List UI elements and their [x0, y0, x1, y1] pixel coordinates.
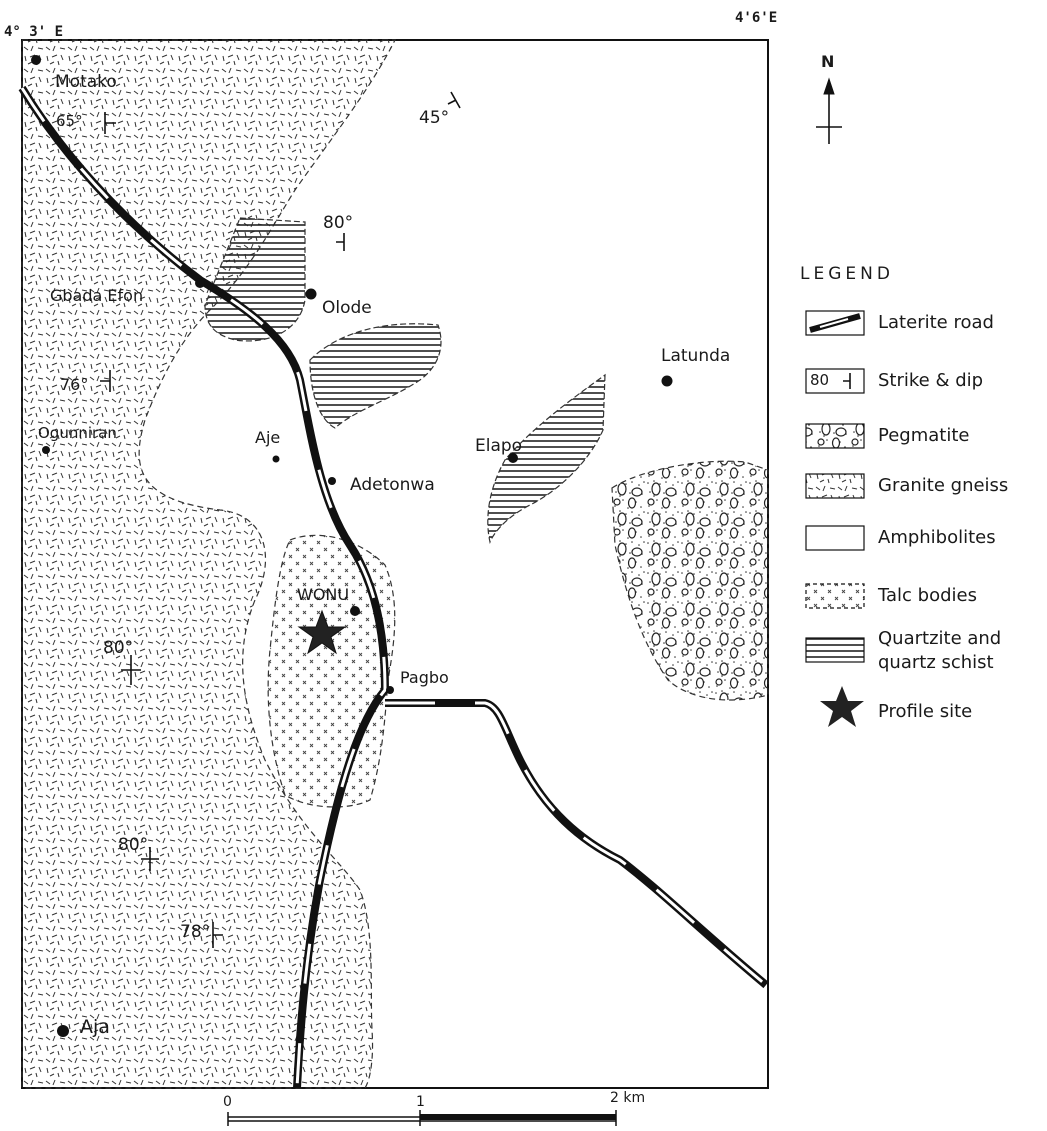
quartzite-body-north — [204, 217, 306, 342]
place-adetonwa: Adetonwa — [350, 475, 435, 495]
place-markers — [31, 55, 673, 1037]
legend-item-label: Amphibolites — [878, 527, 996, 548]
scale-bar — [227, 1110, 617, 1126]
quartzite-body-olode — [309, 323, 442, 429]
legend-item-label: Pegmatite — [878, 425, 970, 446]
scale-tick-1: 1 — [416, 1094, 425, 1110]
place-gbada-efon: Gbada Efon — [50, 286, 144, 305]
quartzite-body-elapo — [487, 373, 606, 544]
profile-site-star-icon — [297, 609, 347, 655]
legend-title: LEGEND — [800, 264, 894, 284]
legend-item-label: Talc bodies — [878, 585, 977, 606]
dip-label: 76° — [60, 375, 89, 394]
place-motako: Motako — [55, 72, 117, 92]
dip-label: 65° — [56, 112, 83, 130]
dip-label: 80° — [323, 213, 354, 233]
dip-label: 78° — [180, 922, 211, 942]
talc-body — [267, 534, 396, 808]
legend-swatches — [805, 310, 865, 727]
dip-label: 80° — [103, 638, 134, 658]
north-arrow-icon — [816, 77, 842, 144]
place-olode: Olode — [322, 298, 372, 318]
legend-item-label: quartz schist — [878, 652, 994, 673]
place-aja: Aja — [80, 1016, 110, 1038]
legend-item-label: Quartzite and — [878, 628, 1002, 649]
granite-gneiss-area — [21, 39, 396, 1089]
strike-dip-symbols — [100, 91, 461, 948]
dip-label: 45° — [419, 108, 450, 128]
scale-tick-0: 0 — [223, 1094, 232, 1110]
pegmatite-body — [611, 460, 769, 701]
legend-strike-sample: 80 — [810, 371, 830, 389]
legend-item-label: Profile site — [878, 701, 973, 722]
laterite-road — [18, 85, 769, 1089]
coord-left: 4° 3' E — [4, 24, 64, 40]
coord-right: 4'6'E — [735, 10, 778, 26]
dip-label: 80° — [118, 835, 149, 855]
place-pagbo: Pagbo — [400, 668, 449, 687]
place-aje: Aje — [255, 428, 281, 447]
legend-item-label: Laterite road — [878, 312, 994, 333]
place-latunda: Latunda — [661, 346, 731, 366]
scale-tick-2: 2 km — [610, 1090, 646, 1106]
place-elapo: Elapo — [475, 436, 523, 456]
legend-item-label: Strike & dip — [878, 370, 984, 391]
north-label: N — [821, 52, 835, 71]
place-wonu: WONU — [297, 585, 350, 604]
place-ogunniran: Ogunniran — [38, 424, 117, 442]
legend-item-label: Granite gneiss — [878, 475, 1009, 496]
